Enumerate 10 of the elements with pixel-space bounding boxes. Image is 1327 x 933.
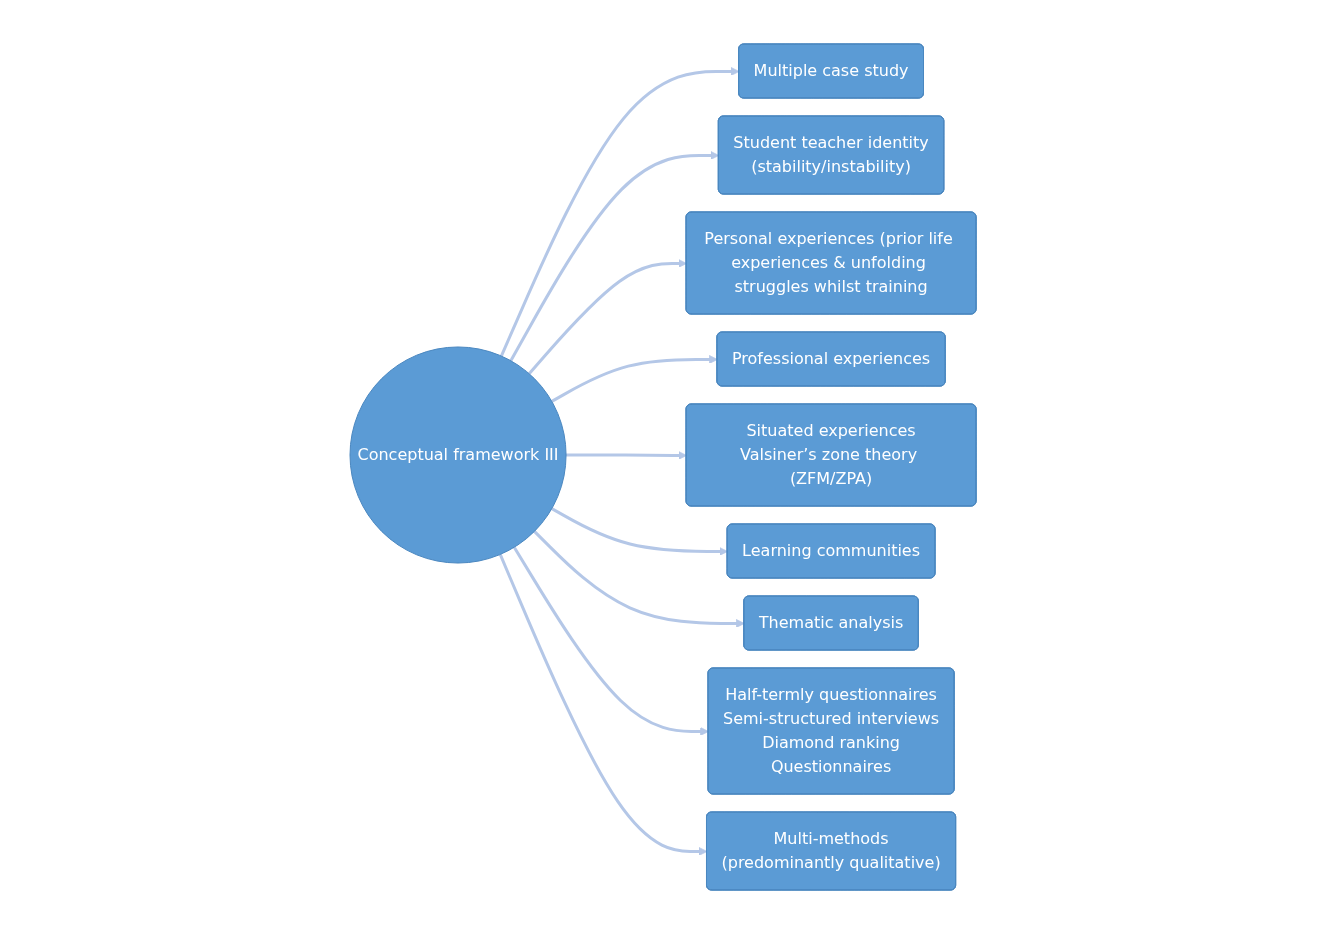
arrow bbox=[500, 66, 740, 357]
arrow bbox=[528, 258, 688, 375]
arrow bbox=[566, 450, 688, 460]
arrow bbox=[499, 553, 708, 856]
arrow bbox=[551, 354, 719, 403]
node-circle: Conceptual framework III bbox=[349, 345, 568, 564]
arrow bbox=[510, 150, 720, 361]
arrow bbox=[551, 506, 729, 556]
arrow bbox=[513, 546, 710, 736]
arrow bbox=[533, 529, 746, 628]
